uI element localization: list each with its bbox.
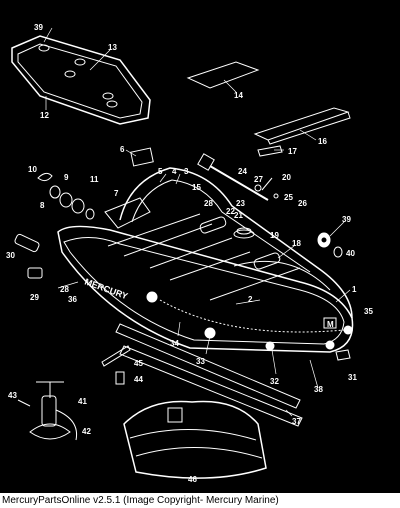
callout-45: 45	[134, 359, 143, 368]
callout-13: 13	[108, 43, 117, 52]
seat-clip	[257, 145, 283, 157]
valve-adapter	[317, 232, 343, 258]
callout-30: 30	[6, 251, 15, 260]
callout-29: 29	[30, 293, 39, 302]
callout-46: 46	[188, 475, 197, 484]
callout-8: 8	[40, 201, 45, 210]
callout-4: 4	[172, 167, 177, 176]
callout-2: 2	[248, 295, 253, 304]
callout-35: 35	[364, 307, 373, 316]
callout-23: 23	[236, 199, 245, 208]
callout-1: 1	[352, 285, 357, 294]
callout-3: 3	[184, 167, 189, 176]
callout-14: 14	[234, 91, 243, 100]
storage-bag	[123, 400, 267, 479]
callout-7: 7	[114, 189, 119, 198]
callout-42: 42	[82, 427, 91, 436]
callout-37: 37	[292, 417, 301, 426]
callout-6: 6	[120, 145, 125, 154]
plug	[27, 267, 43, 279]
callout-10: 10	[28, 165, 37, 174]
oar	[197, 153, 279, 201]
hull-badge-letter: M	[327, 320, 334, 329]
callout-38: 38	[314, 385, 323, 394]
callout-43: 43	[8, 391, 17, 400]
leader-lines	[43, 27, 351, 417]
inflatable-boat	[57, 167, 354, 361]
callout-12: 12	[40, 111, 49, 120]
callout-32: 32	[270, 377, 279, 386]
callout-18: 18	[292, 239, 301, 248]
repair-patch	[130, 147, 154, 167]
callout-31: 31	[348, 373, 357, 382]
exploded-parts-diagram: MERCURY M	[6, 23, 373, 484]
callout-33: 33	[196, 357, 205, 366]
callout-20: 20	[282, 173, 291, 182]
callout-5: 5	[158, 167, 163, 176]
transom-plate	[104, 197, 151, 229]
callout-17: 17	[288, 147, 297, 156]
seat-bench	[253, 107, 351, 145]
callout-41: 41	[78, 397, 87, 406]
floorboard-panel	[11, 35, 151, 125]
callout-27: 27	[254, 175, 263, 184]
callout-39: 39	[34, 23, 43, 32]
image-caption: MercuryPartsOnline v2.5.1 (Image Copyrig…	[0, 493, 400, 508]
callout-21: 21	[234, 211, 243, 220]
foot-pump	[17, 381, 78, 441]
oarlock	[233, 227, 255, 239]
callout-11: 11	[90, 175, 99, 184]
callout-28: 28	[60, 285, 69, 294]
callout-24: 24	[238, 167, 247, 176]
hull-brand-label: MERCURY	[83, 276, 129, 301]
callout-19: 19	[270, 231, 279, 240]
callout-28: 28	[204, 199, 213, 208]
repair-tube	[101, 345, 131, 385]
callout-16: 16	[318, 137, 327, 146]
keel-strip	[115, 323, 303, 427]
callout-25: 25	[284, 193, 293, 202]
callout-44: 44	[134, 375, 143, 384]
callout-34: 34	[170, 339, 179, 348]
callout-22: 22	[226, 207, 235, 216]
seat-strip	[186, 61, 260, 89]
callout-39: 39	[342, 215, 351, 224]
callout-36: 36	[68, 295, 77, 304]
callout-26: 26	[298, 199, 307, 208]
callout-15: 15	[192, 183, 201, 192]
valve-assembly	[37, 172, 95, 220]
callout-9: 9	[64, 173, 69, 182]
valve-cap	[14, 233, 40, 253]
callout-40: 40	[346, 249, 355, 258]
